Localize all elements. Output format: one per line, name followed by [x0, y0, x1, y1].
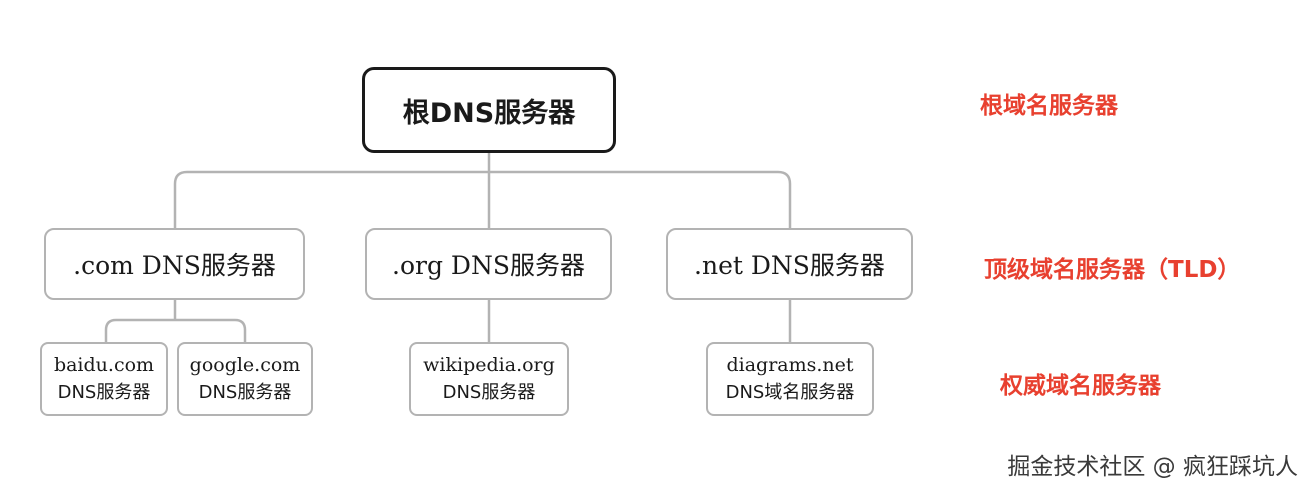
auth-wikipedia-type: DNS服务器 [442, 382, 536, 403]
tld-org-node: .org DNS服务器 [365, 228, 612, 300]
root-dns-server-node: 根DNS服务器 [362, 67, 616, 153]
tld-com-node: .com DNS服务器 [44, 228, 305, 300]
auth-wikipedia-node: wikipedia.org DNS服务器 [409, 342, 569, 416]
com-to-authoritative-connector [104, 300, 247, 342]
auth-diagrams-domain: diagrams.net [726, 354, 854, 376]
auth-diagrams-node: diagrams.net DNS域名服务器 [706, 342, 874, 416]
auth-baidu-domain: baidu.com [53, 354, 155, 376]
auth-google-node: google.com DNS服务器 [177, 342, 313, 416]
tld-org-label: .org DNS服务器 [392, 251, 585, 280]
tld-net-label: .net DNS服务器 [694, 251, 885, 280]
level-label-authoritative: 权威域名服务器 [1000, 373, 1161, 399]
root-to-tld-connector [173, 153, 792, 228]
auth-google-domain: google.com [189, 354, 301, 376]
level-label-root: 根域名服务器 [980, 93, 1118, 119]
tld-net-node: .net DNS服务器 [666, 228, 913, 300]
watermark-text: 掘金技术社区 @ 疯狂踩坑人 [1007, 454, 1298, 480]
auth-baidu-type: DNS服务器 [57, 382, 151, 403]
level-label-tld: 顶级域名服务器（TLD） [984, 257, 1241, 283]
auth-diagrams-type: DNS域名服务器 [725, 382, 855, 403]
auth-baidu-node: baidu.com DNS服务器 [40, 342, 168, 416]
auth-google-type: DNS服务器 [198, 382, 292, 403]
auth-wikipedia-domain: wikipedia.org [423, 354, 555, 376]
root-dns-server-label: 根DNS服务器 [402, 97, 576, 129]
tld-com-label: .com DNS服务器 [73, 251, 276, 280]
